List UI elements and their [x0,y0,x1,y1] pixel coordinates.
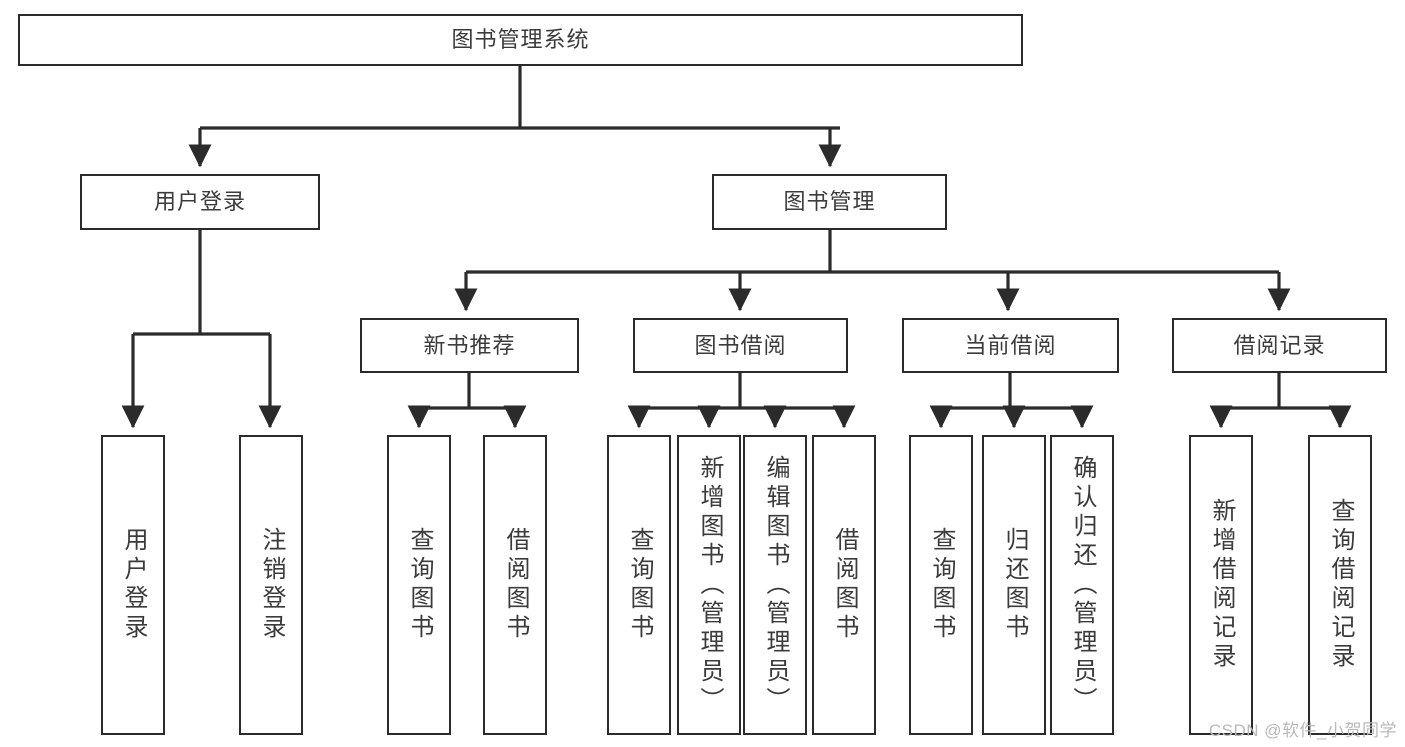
node-current-borrow-label: 当前借阅 [964,332,1057,358]
node-leaf-add-book-label: 新增图书（管理员） [696,454,723,716]
node-leaf-query-book-1[interactable]: 查询图书 [387,435,451,735]
node-new-book-rec[interactable]: 新书推荐 [360,318,579,373]
node-book-manage-label: 图书管理 [783,189,876,215]
node-leaf-user-login[interactable]: 用户登录 [101,435,165,735]
node-leaf-add-record-label: 新增借阅记录 [1208,498,1235,672]
node-leaf-query-record-label: 查询借阅记录 [1327,498,1354,672]
node-leaf-query-book-3[interactable]: 查询图书 [909,435,973,735]
node-leaf-return-book-label: 归还图书 [1001,527,1028,643]
node-leaf-query-book-3-label: 查询图书 [928,527,955,643]
node-leaf-borrow-book-2-label: 借阅图书 [831,527,858,643]
node-root[interactable]: 图书管理系统 [18,14,1023,66]
node-leaf-query-book-2[interactable]: 查询图书 [607,435,671,735]
node-book-manage[interactable]: 图书管理 [712,174,947,230]
node-leaf-edit-book[interactable]: 编辑图书（管理员） [743,435,807,735]
node-user-login-label: 用户登录 [153,189,246,215]
node-borrow-record[interactable]: 借阅记录 [1172,318,1387,373]
node-leaf-add-book[interactable]: 新增图书（管理员） [677,435,741,735]
node-book-borrow[interactable]: 图书借阅 [633,318,848,373]
node-leaf-borrow-book-1-label: 借阅图书 [502,527,529,643]
node-book-borrow-label: 图书借阅 [694,332,787,358]
node-new-book-rec-label: 新书推荐 [423,332,516,358]
node-leaf-return-book[interactable]: 归还图书 [982,435,1046,735]
node-leaf-confirm-return[interactable]: 确认归还（管理员） [1050,435,1114,735]
node-leaf-edit-book-label: 编辑图书（管理员） [762,454,789,716]
watermark-text: CSDN @软件_小贺同学 [1208,721,1397,740]
node-leaf-confirm-return-label: 确认归还（管理员） [1069,454,1096,716]
node-borrow-record-label: 借阅记录 [1233,332,1326,358]
node-leaf-borrow-book-2[interactable]: 借阅图书 [812,435,876,735]
node-root-label: 图书管理系统 [451,27,590,53]
node-user-login[interactable]: 用户登录 [80,174,320,230]
node-leaf-query-book-1-label: 查询图书 [406,527,433,643]
node-leaf-query-record[interactable]: 查询借阅记录 [1308,435,1372,735]
node-leaf-add-record[interactable]: 新增借阅记录 [1189,435,1253,735]
node-leaf-logout[interactable]: 注销登录 [239,435,303,735]
node-current-borrow[interactable]: 当前借阅 [902,318,1119,373]
node-leaf-logout-label: 注销登录 [258,527,285,643]
node-leaf-borrow-book-1[interactable]: 借阅图书 [483,435,547,735]
node-leaf-user-login-label: 用户登录 [120,527,147,643]
node-leaf-query-book-2-label: 查询图书 [626,527,653,643]
